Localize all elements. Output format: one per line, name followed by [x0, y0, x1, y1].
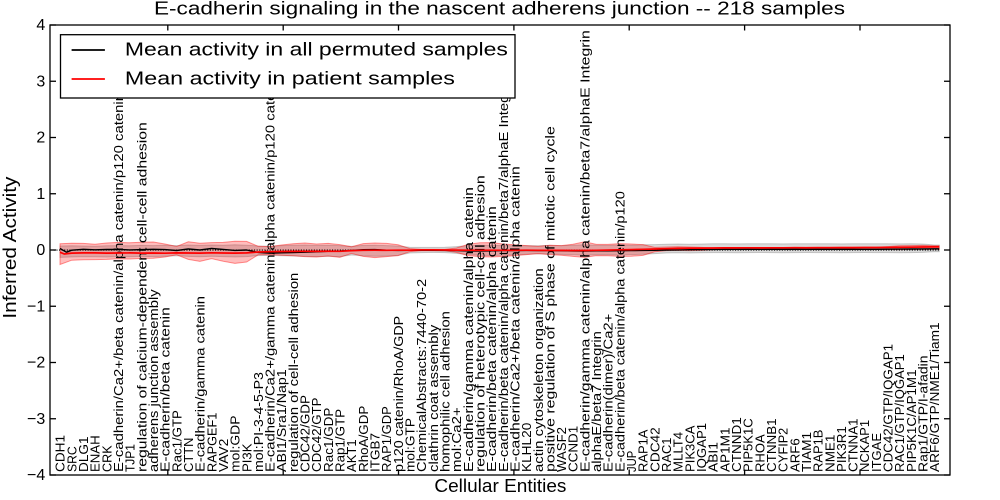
svg-text:ARF6: ARF6	[787, 438, 802, 472]
svg-text:RAP1A: RAP1A	[636, 429, 651, 472]
svg-text:4: 4	[36, 17, 45, 34]
svg-text:−1: −1	[27, 298, 45, 315]
svg-text:CTNNA1: CTNNA1	[846, 418, 861, 472]
svg-text:SRC: SRC	[64, 446, 79, 472]
svg-text:positive regulation of S phase: positive regulation of S phase of mitoti…	[542, 126, 557, 472]
svg-text:PIP5K1C/AP1M1: PIP5K1C/AP1M1	[904, 370, 919, 473]
svg-text:NME1: NME1	[822, 435, 837, 472]
svg-text:adherens junction assembly: adherens junction assembly	[146, 289, 161, 472]
svg-text:Rac1/GDP: Rac1/GDP	[321, 408, 336, 472]
svg-text:alphaE/beta7 Integrin: alphaE/beta7 Integrin	[589, 331, 604, 472]
svg-text:−2: −2	[27, 355, 45, 372]
svg-text:3: 3	[36, 73, 45, 90]
svg-text:NCKAP1: NCKAP1	[857, 420, 872, 472]
svg-text:E-cadherin/gamma catenin/alpha: E-cadherin/gamma catenin/alpha catenin	[461, 187, 476, 472]
svg-text:RHOA: RHOA	[752, 434, 767, 472]
svg-text:WASF2: WASF2	[554, 427, 569, 472]
svg-text:CTNNB1: CTNNB1	[764, 418, 779, 472]
svg-text:actin cytoskeleton organizatio: actin cytoskeleton organization	[531, 268, 546, 472]
svg-text:ChemicalAbstracts:7440-70-2: ChemicalAbstracts:7440-70-2	[414, 279, 429, 472]
svg-text:AKT1: AKT1	[344, 439, 359, 472]
svg-text:Mean activity in all permuted: Mean activity in all permuted samples	[125, 39, 508, 60]
svg-text:regulation of cell-cell adhesi: regulation of cell-cell adhesion	[286, 273, 301, 472]
svg-text:CDH1: CDH1	[53, 435, 68, 472]
svg-text:E-cadherin/beta catenin/alpha: E-cadherin/beta catenin/alpha catenin	[484, 206, 499, 472]
svg-text:ABI1: ABI1	[706, 442, 721, 472]
svg-text:Rap1/GTP/I-afadin: Rap1/GTP/I-afadin	[916, 356, 931, 473]
svg-text:−3: −3	[27, 411, 45, 428]
svg-text:E-cadherin/Ca2+/beta catenin/a: E-cadherin/Ca2+/beta catenin/alpha caten…	[111, 93, 126, 472]
svg-text:CCND1: CCND1	[566, 426, 581, 472]
svg-text:DLG1: DLG1	[76, 436, 91, 472]
svg-text:clathrin coat assembly: clathrin coat assembly	[426, 324, 441, 472]
svg-text:p120 catenin/RhoA/GDP: p120 catenin/RhoA/GDP	[391, 316, 406, 472]
svg-text:MLLT4: MLLT4	[671, 432, 686, 472]
svg-text:RAPGEF1: RAPGEF1	[204, 413, 219, 472]
svg-text:homophilic cell adhesion: homophilic cell adhesion	[437, 311, 452, 472]
svg-text:AP1M1: AP1M1	[717, 428, 732, 473]
svg-text:Rac1/GTP: Rac1/GTP	[169, 410, 184, 472]
svg-text:E-cadherin/Ca2+/beta catenin/a: E-cadherin/Ca2+/beta catenin/alpha caten…	[507, 166, 522, 472]
svg-text:mol:PI-3-4-5-P3: mol:PI-3-4-5-P3	[251, 372, 266, 472]
svg-text:PIK3CA: PIK3CA	[682, 425, 697, 472]
svg-text:KLHL20: KLHL20	[519, 423, 534, 472]
svg-text:E-cadherin/gamma catenin: E-cadherin/gamma catenin	[193, 296, 208, 472]
svg-text:E-cadherin/beta catenin/alpha: E-cadherin/beta catenin/alpha catenin/p1…	[612, 191, 627, 472]
svg-text:PI3K: PI3K	[239, 443, 254, 472]
svg-text:CDC42/GTP/IQGAP1: CDC42/GTP/IQGAP1	[881, 344, 896, 472]
svg-text:CDC42/GDP: CDC42/GDP	[298, 395, 313, 472]
svg-text:Cellular Entities: Cellular Entities	[434, 475, 566, 496]
svg-text:Inferred Activity: Inferred Activity	[0, 176, 20, 319]
svg-text:regulation of heterotypic cell: regulation of heterotypic cell-cell adhe…	[472, 175, 487, 472]
svg-text:ARF6/GTP/NME1/Tiam1: ARF6/GTP/NME1/Tiam1	[927, 322, 942, 472]
svg-text:2: 2	[36, 130, 45, 147]
svg-text:0: 0	[36, 242, 45, 259]
svg-text:E-cadherin(dimer)/Ca2+: E-cadherin(dimer)/Ca2+	[601, 314, 616, 472]
svg-text:JUP: JUP	[624, 451, 639, 472]
svg-text:E-cadherin/beta catenin/alpha: E-cadherin/beta catenin/alpha catenin/be…	[496, 78, 511, 472]
svg-text:E-cadherin/Ca2+/gamma catenin/: E-cadherin/Ca2+/gamma catenin/alpha cate…	[263, 73, 278, 472]
svg-text:CRK: CRK	[99, 445, 114, 472]
svg-text:RhoA/GDP: RhoA/GDP	[356, 406, 371, 472]
svg-text:mol:GDP: mol:GDP	[228, 416, 243, 473]
svg-text:mol:Ca2+: mol:Ca2+	[449, 407, 464, 472]
svg-text:mol:GTP: mol:GTP	[403, 418, 418, 472]
svg-text:TJP1: TJP1	[123, 444, 138, 472]
svg-text:CDC42: CDC42	[647, 427, 662, 472]
svg-text:RAC1: RAC1	[659, 438, 674, 473]
svg-text:ITGAE: ITGAE	[869, 433, 884, 472]
svg-text:ENAH: ENAH	[88, 435, 103, 472]
svg-text:IQGAP1: IQGAP1	[694, 423, 709, 472]
svg-text:E-cadherin/beta catenin: E-cadherin/beta catenin	[158, 307, 173, 472]
svg-text:Mean activity in patient sampl: Mean activity in patient samples	[125, 68, 455, 89]
svg-text:regulation of calcium-dependen: regulation of calcium-dependent cell-cel…	[134, 122, 149, 472]
svg-text:VAV2: VAV2	[216, 439, 231, 472]
svg-text:RAP1/GDP: RAP1/GDP	[379, 406, 394, 472]
svg-text:ABI1/Sra1/Nap1: ABI1/Sra1/Nap1	[274, 369, 289, 472]
svg-text:PIK3R1: PIK3R1	[834, 426, 849, 472]
svg-text:Rap1/GTP: Rap1/GTP	[333, 409, 348, 472]
svg-text:TIAM1: TIAM1	[799, 432, 814, 472]
svg-text:ITGB7: ITGB7	[368, 433, 383, 472]
svg-text:CDC42/GTP: CDC42/GTP	[309, 398, 324, 473]
svg-text:RAP1B: RAP1B	[811, 430, 826, 472]
svg-text:RAC1/GTP/IQGAP1: RAC1/GTP/IQGAP1	[892, 354, 907, 472]
svg-text:CYFIP2: CYFIP2	[776, 428, 791, 472]
svg-text:CTNND1: CTNND1	[729, 417, 744, 472]
svg-text:CTTN: CTTN	[181, 438, 196, 472]
svg-text:PIP5K1C: PIP5K1C	[741, 418, 756, 472]
svg-text:E-cadherin signaling in the na: E-cadherin signaling in the nascent adhe…	[154, 0, 845, 18]
svg-text:1: 1	[36, 186, 45, 203]
svg-text:−4: −4	[27, 467, 45, 484]
